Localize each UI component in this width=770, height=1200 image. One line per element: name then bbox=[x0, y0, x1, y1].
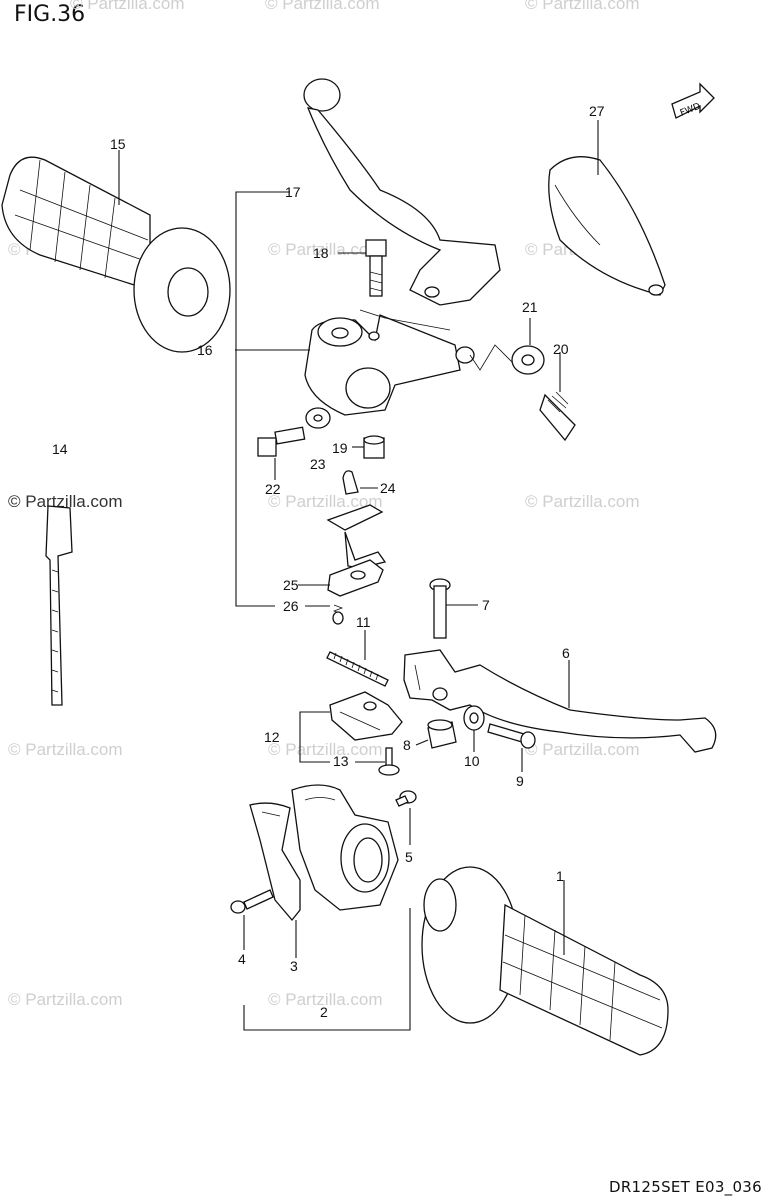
callout-24: 24 bbox=[380, 480, 396, 496]
callout-8: 8 bbox=[403, 737, 411, 753]
callout-19: 19 bbox=[332, 440, 348, 456]
callout-16: 16 bbox=[197, 342, 213, 358]
screw-5 bbox=[395, 790, 417, 807]
callout-5: 5 bbox=[405, 849, 413, 865]
screw-13 bbox=[378, 747, 400, 776]
right-grip bbox=[421, 866, 669, 1056]
washer-23 bbox=[305, 407, 331, 429]
watermark: © Partzilla.com bbox=[268, 492, 383, 511]
callout-9: 9 bbox=[516, 773, 524, 789]
watermark: © Partzilla.com bbox=[525, 740, 640, 759]
watermark: © Partzilla.com bbox=[268, 740, 383, 759]
spring-26 bbox=[332, 604, 344, 625]
callout-27: 27 bbox=[589, 103, 605, 119]
watermark: © Partzilla.com bbox=[265, 0, 380, 13]
callout-10: 10 bbox=[464, 753, 480, 769]
callout-18: 18 bbox=[313, 245, 329, 261]
callout-25: 25 bbox=[283, 577, 299, 593]
bolt-9 bbox=[487, 723, 536, 749]
callout-14: 14 bbox=[52, 441, 68, 457]
lever-cover bbox=[548, 156, 666, 296]
callout-11: 11 bbox=[356, 614, 371, 630]
switch-25 bbox=[326, 504, 387, 597]
switch-12 bbox=[329, 691, 403, 741]
left-grip bbox=[1, 156, 231, 353]
callout-13: 13 bbox=[333, 753, 349, 769]
callout-6: 6 bbox=[562, 645, 570, 661]
collar-8 bbox=[427, 719, 457, 749]
fwd-arrow-icon: FWD bbox=[671, 82, 715, 119]
figure-title: FIG.36 bbox=[14, 2, 86, 27]
watermark: © Partzilla.com bbox=[525, 0, 640, 13]
callout-12: 12 bbox=[264, 729, 280, 745]
clip-24 bbox=[342, 470, 359, 495]
watermark: © Partzilla.com bbox=[70, 0, 185, 13]
callout-15: 15 bbox=[110, 136, 126, 152]
nut-19 bbox=[363, 435, 385, 459]
lever-holder bbox=[304, 309, 475, 416]
brake-lever bbox=[403, 649, 717, 753]
bolt-22 bbox=[257, 426, 306, 457]
watermark: © Partzilla.com bbox=[8, 492, 123, 511]
watermark: © Partzilla.com bbox=[8, 990, 123, 1009]
clutch-lever bbox=[303, 78, 501, 306]
callout-17: 17 bbox=[285, 184, 301, 200]
watermark: © Partzilla.com bbox=[525, 492, 640, 511]
callout-2: 2 bbox=[320, 1004, 328, 1020]
bolt-7 bbox=[429, 578, 451, 639]
callout-3: 3 bbox=[290, 958, 298, 974]
screw-4 bbox=[230, 889, 274, 914]
callout-21: 21 bbox=[522, 299, 538, 315]
callout-20: 20 bbox=[553, 341, 569, 357]
screw-11 bbox=[326, 651, 389, 687]
cable-tie bbox=[45, 505, 73, 706]
nut-10 bbox=[463, 705, 485, 731]
cable-adjuster bbox=[511, 345, 576, 442]
callout-23: 23 bbox=[310, 456, 326, 472]
pivot-bolt-18 bbox=[365, 239, 387, 297]
callout-1: 1 bbox=[556, 868, 564, 884]
callout-22: 22 bbox=[265, 481, 281, 497]
watermark: © Partzilla.com bbox=[8, 740, 123, 759]
watermark: © Partzilla.com bbox=[268, 990, 383, 1009]
lower-housing bbox=[249, 784, 399, 922]
watermark: © Partzilla.com bbox=[268, 240, 383, 259]
figure-code: DR125SET E03_036 bbox=[608, 1178, 762, 1196]
callout-4: 4 bbox=[238, 951, 246, 967]
callout-26: 26 bbox=[283, 598, 299, 614]
callout-7: 7 bbox=[482, 597, 490, 613]
